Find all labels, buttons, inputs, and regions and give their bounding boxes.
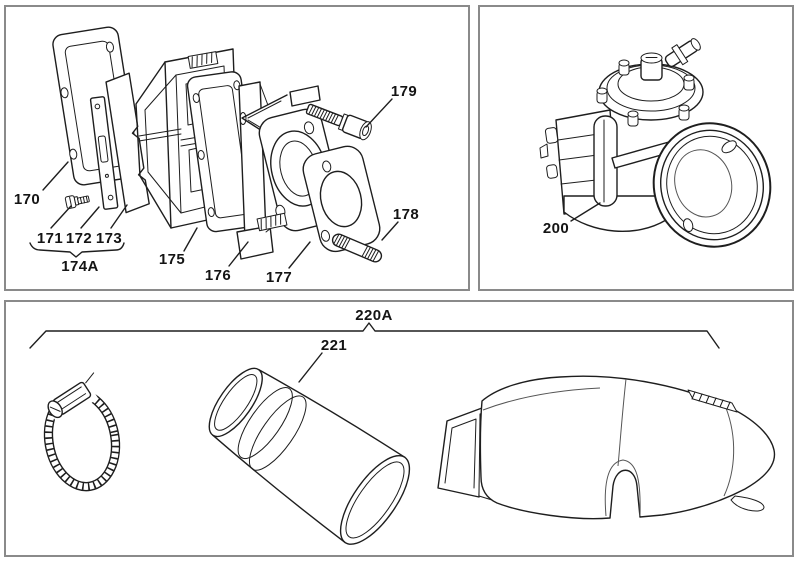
callout-177-leader <box>288 241 311 269</box>
callout-176: 176 <box>205 267 231 284</box>
panel-intake-silencer-kit: 220A <box>4 300 794 557</box>
callout-174a-brace <box>29 242 125 258</box>
airbox-shell-drawing <box>437 375 776 520</box>
callout-178: 178 <box>393 206 419 223</box>
part-172-plate-drawing <box>89 96 119 210</box>
panel-reed-valve-assembly: 170 171 172 173 174A 175 176 177 178 179 <box>4 5 470 291</box>
callout-178-leader <box>381 221 399 241</box>
callout-170-leader <box>42 161 69 191</box>
callout-177: 177 <box>266 269 292 286</box>
callout-175-leader <box>183 227 198 252</box>
airbox-grip <box>687 389 738 413</box>
reed-valve-exploded-drawing: 170 171 172 173 174A 175 176 177 178 179 <box>14 26 419 286</box>
callout-179-leader <box>365 98 393 128</box>
callout-173-leader <box>110 204 128 229</box>
hose-clamp-drawing <box>41 372 121 492</box>
callout-171-leader <box>50 205 72 229</box>
callout-171: 171 <box>37 230 63 247</box>
callout-175: 175 <box>159 251 185 268</box>
part-177-gasket-drawing <box>302 145 381 253</box>
callout-200-leader <box>570 202 601 222</box>
callout-200: 200 <box>543 220 569 237</box>
callout-221-leader <box>298 352 323 383</box>
callout-220a-bracket <box>29 322 720 349</box>
carburetor-drawing: 200 <box>539 38 772 248</box>
callout-172-leader <box>80 206 100 229</box>
part-200-carburetor-drawing <box>539 38 772 248</box>
callout-170: 170 <box>14 191 40 208</box>
part-221-sleeve-drawing <box>208 367 411 545</box>
callout-220a: 220A <box>355 307 392 324</box>
callout-179: 179 <box>391 83 417 100</box>
part-178-stud-drawing <box>331 233 383 263</box>
part-171-screw-drawing <box>64 195 90 210</box>
callout-174a: 174A <box>61 258 98 275</box>
callout-176-leader <box>228 241 249 267</box>
callout-221: 221 <box>321 337 347 354</box>
intake-silencer-drawing: 220A <box>29 307 776 545</box>
callout-172: 172 <box>66 230 92 247</box>
part-179-bolt-drawing <box>305 103 372 141</box>
reed-panel-leader-lines <box>29 98 399 269</box>
callout-173: 173 <box>96 230 122 247</box>
part-173-reed-petal-drawing <box>105 72 150 214</box>
cover-screws <box>596 59 695 127</box>
panel-carburetor: 200 <box>478 5 794 291</box>
